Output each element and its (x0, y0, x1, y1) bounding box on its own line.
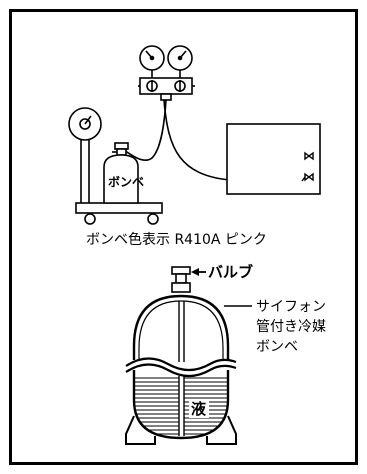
cylinder-color-caption: ボンベ色表示 R410A ピンク (86, 231, 267, 248)
scale-wheel (84, 213, 96, 225)
siphon-label-line-1: サイフォン (256, 299, 326, 315)
weighing-scale-icon (68, 107, 163, 225)
scale-wheel (147, 213, 159, 225)
liquid-label-box (189, 400, 209, 418)
hose-to-cylinder (122, 99, 167, 161)
siphon-label-line-2: 管付き冷媒 (256, 319, 326, 335)
liquid-label: 液 (191, 400, 207, 418)
scale-platform (75, 202, 163, 214)
siphon-label-line-3: ボンベ (256, 339, 298, 355)
valve-icon (171, 266, 191, 293)
service-valve-icon (301, 151, 314, 182)
refrigerant-cylinder-icon (103, 142, 139, 204)
valve-label: バルブ (208, 263, 253, 281)
manifold-gauge-icon (138, 45, 195, 101)
outdoor-unit (226, 123, 321, 195)
cylinder-marking: ボンベ (108, 174, 144, 189)
valve-arrow-icon (191, 268, 206, 276)
